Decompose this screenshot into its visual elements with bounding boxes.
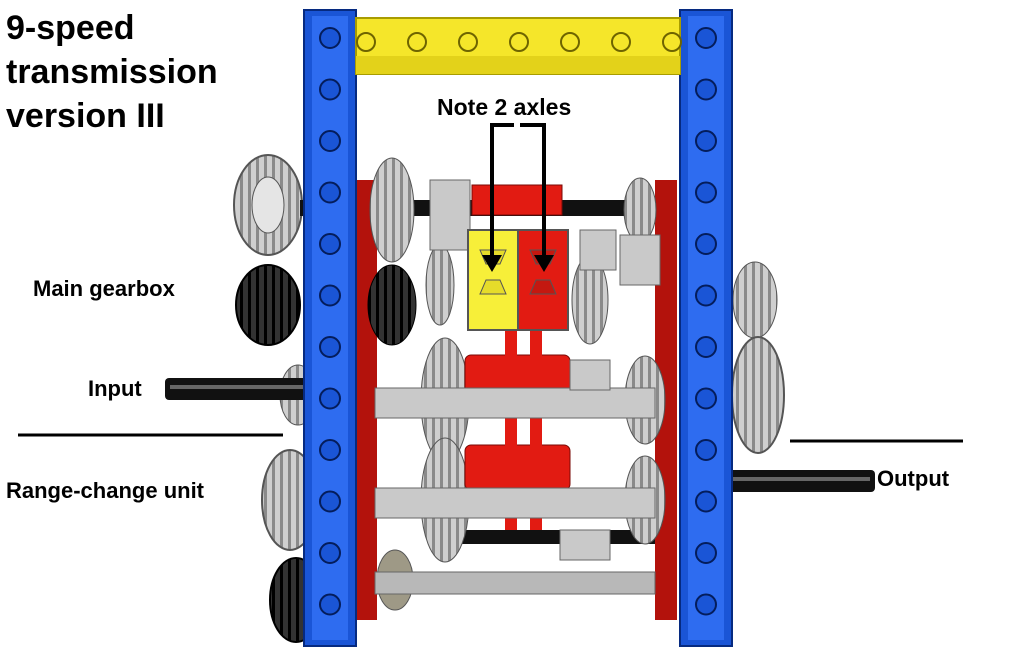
- beam-hole: [695, 233, 717, 255]
- main-gearbox-label: Main gearbox: [33, 276, 175, 301]
- yellow-beam-holes: [356, 32, 682, 52]
- beam-hole: [695, 542, 717, 564]
- beam-hole: [319, 387, 341, 410]
- yellow-beam-hole: [356, 32, 376, 52]
- beam-hole: [319, 181, 341, 204]
- beam-hole: [319, 439, 341, 461]
- beam-hole: [695, 336, 717, 358]
- note-arrows: [490, 123, 546, 262]
- beam-hole: [695, 387, 717, 410]
- title-line-2: transmission: [6, 53, 218, 91]
- yellow-beam-hole: [458, 32, 478, 52]
- beam-hole: [695, 181, 717, 204]
- arrowheads: [482, 255, 554, 272]
- beam-hole: [319, 130, 341, 152]
- beam-hole: [695, 439, 717, 461]
- yellow-beam-hole: [662, 32, 682, 52]
- beam-hole: [319, 284, 341, 307]
- beam-hole: [695, 284, 717, 307]
- yellow-beam-hole: [407, 32, 427, 52]
- right-outer-gears: [731, 261, 785, 454]
- beam-hole: [319, 336, 341, 358]
- beam-hole: [695, 593, 717, 616]
- beam-hole: [319, 27, 341, 49]
- beam-hole: [695, 130, 717, 152]
- output-label: Output: [877, 466, 950, 491]
- input-label: Input: [88, 376, 142, 401]
- note-label: Note 2 axles: [437, 94, 572, 120]
- beam-hole: [695, 78, 717, 101]
- title-line-3: version III: [6, 97, 165, 135]
- range-change-label: Range-change unit: [6, 478, 205, 503]
- beam-hole: [695, 27, 717, 49]
- title-line-1: 9-speed: [6, 9, 135, 47]
- yellow-beam-hole: [509, 32, 529, 52]
- beam-hole: [319, 542, 341, 564]
- yellow-beam-hole: [560, 32, 580, 52]
- blue-frame: [303, 9, 733, 647]
- highlighted-axles: [467, 229, 569, 331]
- beam-holes: [319, 27, 717, 616]
- beam-hole: [695, 490, 717, 513]
- grey-shafts: [374, 179, 661, 595]
- diagram-title: 9-speed transmission version III: [6, 6, 266, 138]
- beam-hole: [319, 490, 341, 513]
- yellow-beam-hole: [611, 32, 631, 52]
- beam-hole: [319, 78, 341, 101]
- beam-hole: [319, 593, 341, 616]
- divider-lines: [18, 433, 963, 443]
- beam-hole: [319, 233, 341, 255]
